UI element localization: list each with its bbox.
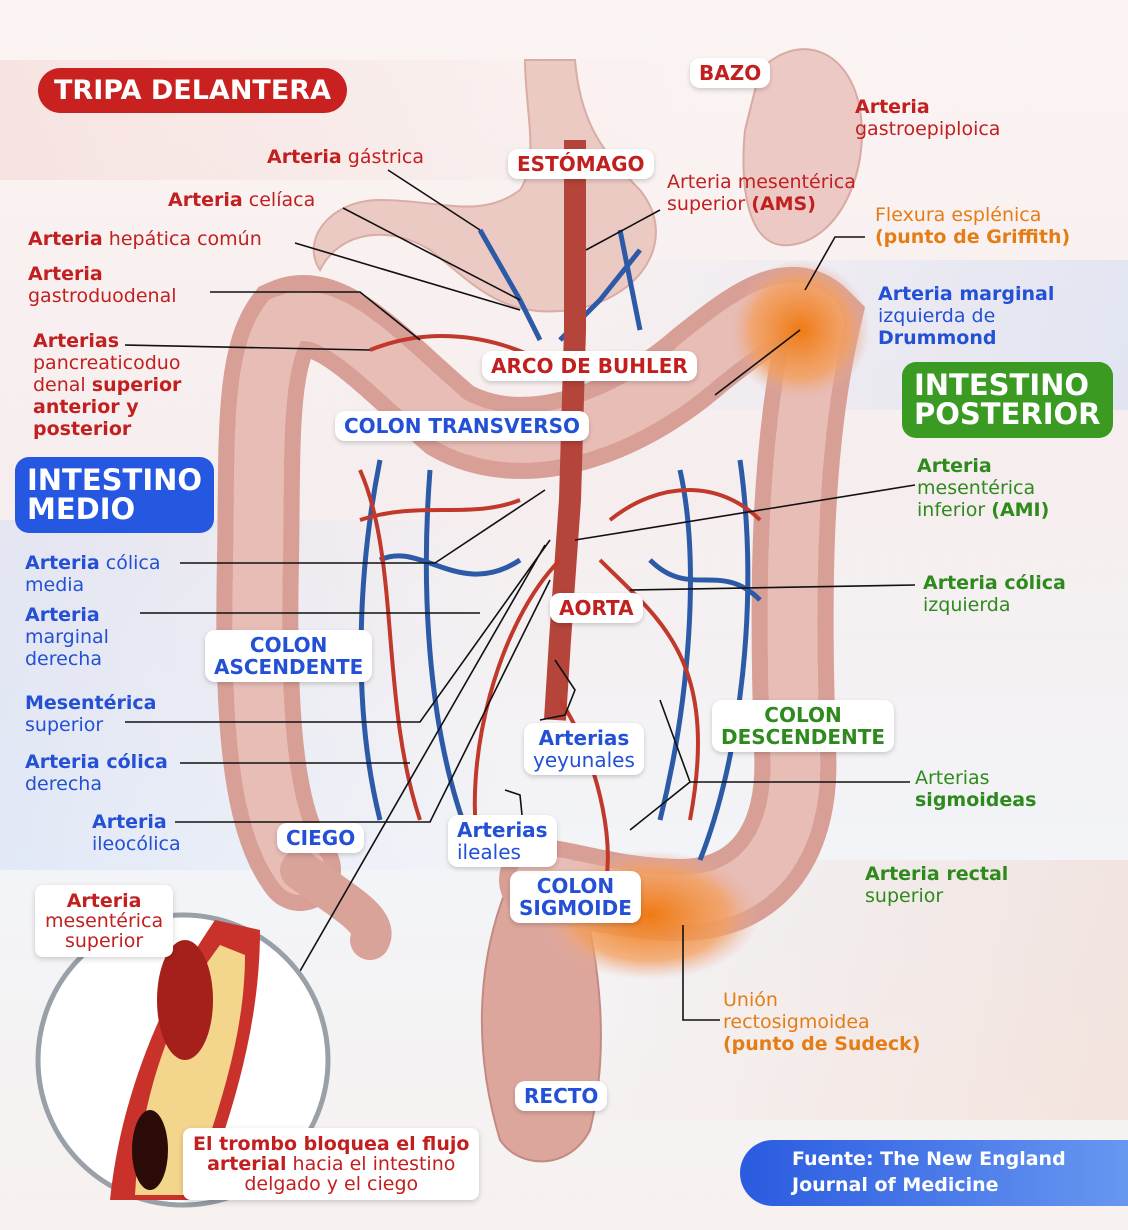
label-bold: Arteria bbox=[25, 552, 100, 574]
label-text: derecha bbox=[25, 773, 102, 795]
label-colica-izq: Arteria cólica izquierda bbox=[923, 572, 1066, 616]
label-text: izquierda bbox=[923, 594, 1011, 616]
label-ciego: CIEGO bbox=[277, 823, 365, 853]
label-sigmoideas: Arterias sigmoideas bbox=[915, 767, 1036, 811]
label-bold: Arteria cólica bbox=[25, 751, 168, 773]
label-marginal-izq: Arteria marginal izquierda de Drummond bbox=[878, 283, 1054, 349]
label-text: gástrica bbox=[341, 146, 425, 168]
stomach bbox=[312, 59, 657, 313]
label-bold: Arteria bbox=[168, 189, 243, 211]
label-text: ileales bbox=[457, 840, 521, 864]
label-ami: Arteria mesentérica inferior (AMI) bbox=[917, 455, 1049, 521]
label-arterias-ileales: Arterias ileales bbox=[448, 815, 557, 867]
label-mesenterica-sup: Mesentérica superior bbox=[25, 692, 156, 736]
label-bold: superior anterior y posterior bbox=[33, 374, 182, 440]
label-text: cólica media bbox=[25, 552, 161, 596]
label-bold: Arteria marginal bbox=[878, 283, 1055, 305]
label-text: Arterias bbox=[915, 767, 990, 789]
label-bold: Arteria bbox=[92, 811, 167, 833]
label-bold: Arteria bbox=[917, 455, 992, 477]
label-celiaca: Arteria celíaca bbox=[168, 189, 315, 211]
label-ams: Arteria mesentérica superior (AMS) bbox=[667, 171, 856, 215]
label-text: superior bbox=[865, 885, 944, 907]
label-text: celíaca bbox=[242, 189, 316, 211]
label-text: marginal derecha bbox=[25, 626, 109, 670]
label-pancreatico: Arterias pancreaticoduo denal superior a… bbox=[33, 330, 181, 440]
inset-caption-trombo: El trombo bloquea el flujo arterial haci… bbox=[183, 1128, 480, 1200]
label-colon-ascendente: COLON ASCENDENTE bbox=[205, 630, 373, 682]
label-rectal: Arteria rectal superior bbox=[865, 863, 1008, 907]
label-text: hepática común bbox=[102, 228, 262, 250]
arteries bbox=[358, 140, 762, 901]
label-bold: Mesentérica bbox=[25, 692, 157, 714]
leader-lines bbox=[124, 169, 916, 1021]
label-colon-descendente: COLON DESCENDENTE bbox=[712, 700, 895, 752]
label-gastrica: Arteria gástrica bbox=[267, 146, 424, 168]
label-bold: (punto de Griffith) bbox=[875, 226, 1071, 248]
label-bold: Arteria bbox=[855, 96, 930, 118]
label-bold: (punto de Sudeck) bbox=[723, 1033, 921, 1055]
label-colica-der: Arteria cólica derecha bbox=[25, 751, 168, 795]
inset-label-ams: Arteria mesentérica superior bbox=[35, 885, 174, 957]
label-bold: Arteria rectal bbox=[865, 863, 1009, 885]
label-bold: Arteria bbox=[267, 146, 342, 168]
label-text: yeyunales bbox=[533, 748, 635, 772]
label-bold: Drummond bbox=[878, 327, 997, 349]
label-bold: Arteria bbox=[28, 263, 103, 285]
label-text: gastroduodenal bbox=[28, 285, 177, 307]
label-bold: Arterias bbox=[457, 818, 548, 842]
label-bold: (AMI) bbox=[991, 499, 1050, 521]
label-recto: RECTO bbox=[515, 1081, 608, 1111]
label-text: hacia el intestino delgado y el ciego bbox=[244, 1153, 456, 1195]
small-intestine-cecum bbox=[280, 850, 392, 960]
label-text: superior bbox=[25, 714, 104, 736]
heading-intestino-medio: INTESTINO MEDIO bbox=[15, 457, 215, 533]
label-sudeck: Unión rectosigmoidea (punto de Sudeck) bbox=[723, 989, 920, 1055]
label-ileocolica: Arteria ileocólica bbox=[92, 811, 181, 855]
label-arterias-yeyunales: Arterias yeyunales bbox=[524, 723, 644, 775]
label-estomago: ESTÓMAGO bbox=[508, 149, 654, 179]
label-text: mesentérica superior bbox=[45, 910, 164, 952]
label-marginal-der: Arteria marginal derecha bbox=[25, 604, 109, 670]
label-text: Unión rectosigmoidea bbox=[723, 989, 870, 1033]
heading-intestino-posterior: INTESTINO POSTERIOR bbox=[902, 362, 1113, 438]
label-text: ileocólica bbox=[92, 833, 181, 855]
label-arco-de-buhler: ARCO DE BUHLER bbox=[482, 351, 697, 381]
label-bold: (AMS) bbox=[751, 193, 816, 215]
label-hepatica: Arteria hepática común bbox=[28, 228, 262, 250]
heading-tripa-delantera: TRIPA DELANTERA bbox=[38, 68, 347, 113]
label-bazo: BAZO bbox=[690, 58, 771, 88]
label-text: Flexura esplénica bbox=[875, 204, 1042, 226]
label-aorta: AORTA bbox=[550, 593, 643, 623]
label-bold: Arteria bbox=[66, 890, 142, 912]
label-bold: Arterias bbox=[538, 726, 630, 750]
label-bold: Arteria cólica bbox=[923, 572, 1066, 594]
label-text: gastroepiploica bbox=[855, 118, 1001, 140]
label-gastroduodenal: Arteria gastroduodenal bbox=[28, 263, 177, 307]
spleen bbox=[742, 48, 863, 247]
source-credit: Fuente: The New England Journal of Medic… bbox=[740, 1140, 1128, 1206]
label-text: pancreaticoduo denal bbox=[33, 352, 181, 396]
label-gastroepiploica: Arteria gastroepiploica bbox=[855, 96, 1000, 140]
label-text: mesentérica inferior bbox=[917, 477, 1036, 521]
label-bold: El trombo bloquea el flujo arterial bbox=[193, 1133, 470, 1175]
label-bold: Arteria bbox=[25, 604, 100, 626]
label-bold: Arterias bbox=[33, 330, 120, 352]
label-text: Arteria mesentérica superior bbox=[667, 171, 856, 215]
label-bold: Arteria bbox=[28, 228, 103, 250]
label-text: izquierda de bbox=[878, 305, 996, 327]
label-colon-transverso: COLON TRANSVERSO bbox=[335, 411, 590, 441]
label-bold: sigmoideas bbox=[915, 789, 1037, 811]
label-flexura: Flexura esplénica (punto de Griffith) bbox=[875, 204, 1070, 248]
label-colica-media: Arteria cólica media bbox=[25, 552, 161, 596]
label-colon-sigmoide: COLON SIGMOIDE bbox=[510, 871, 641, 923]
